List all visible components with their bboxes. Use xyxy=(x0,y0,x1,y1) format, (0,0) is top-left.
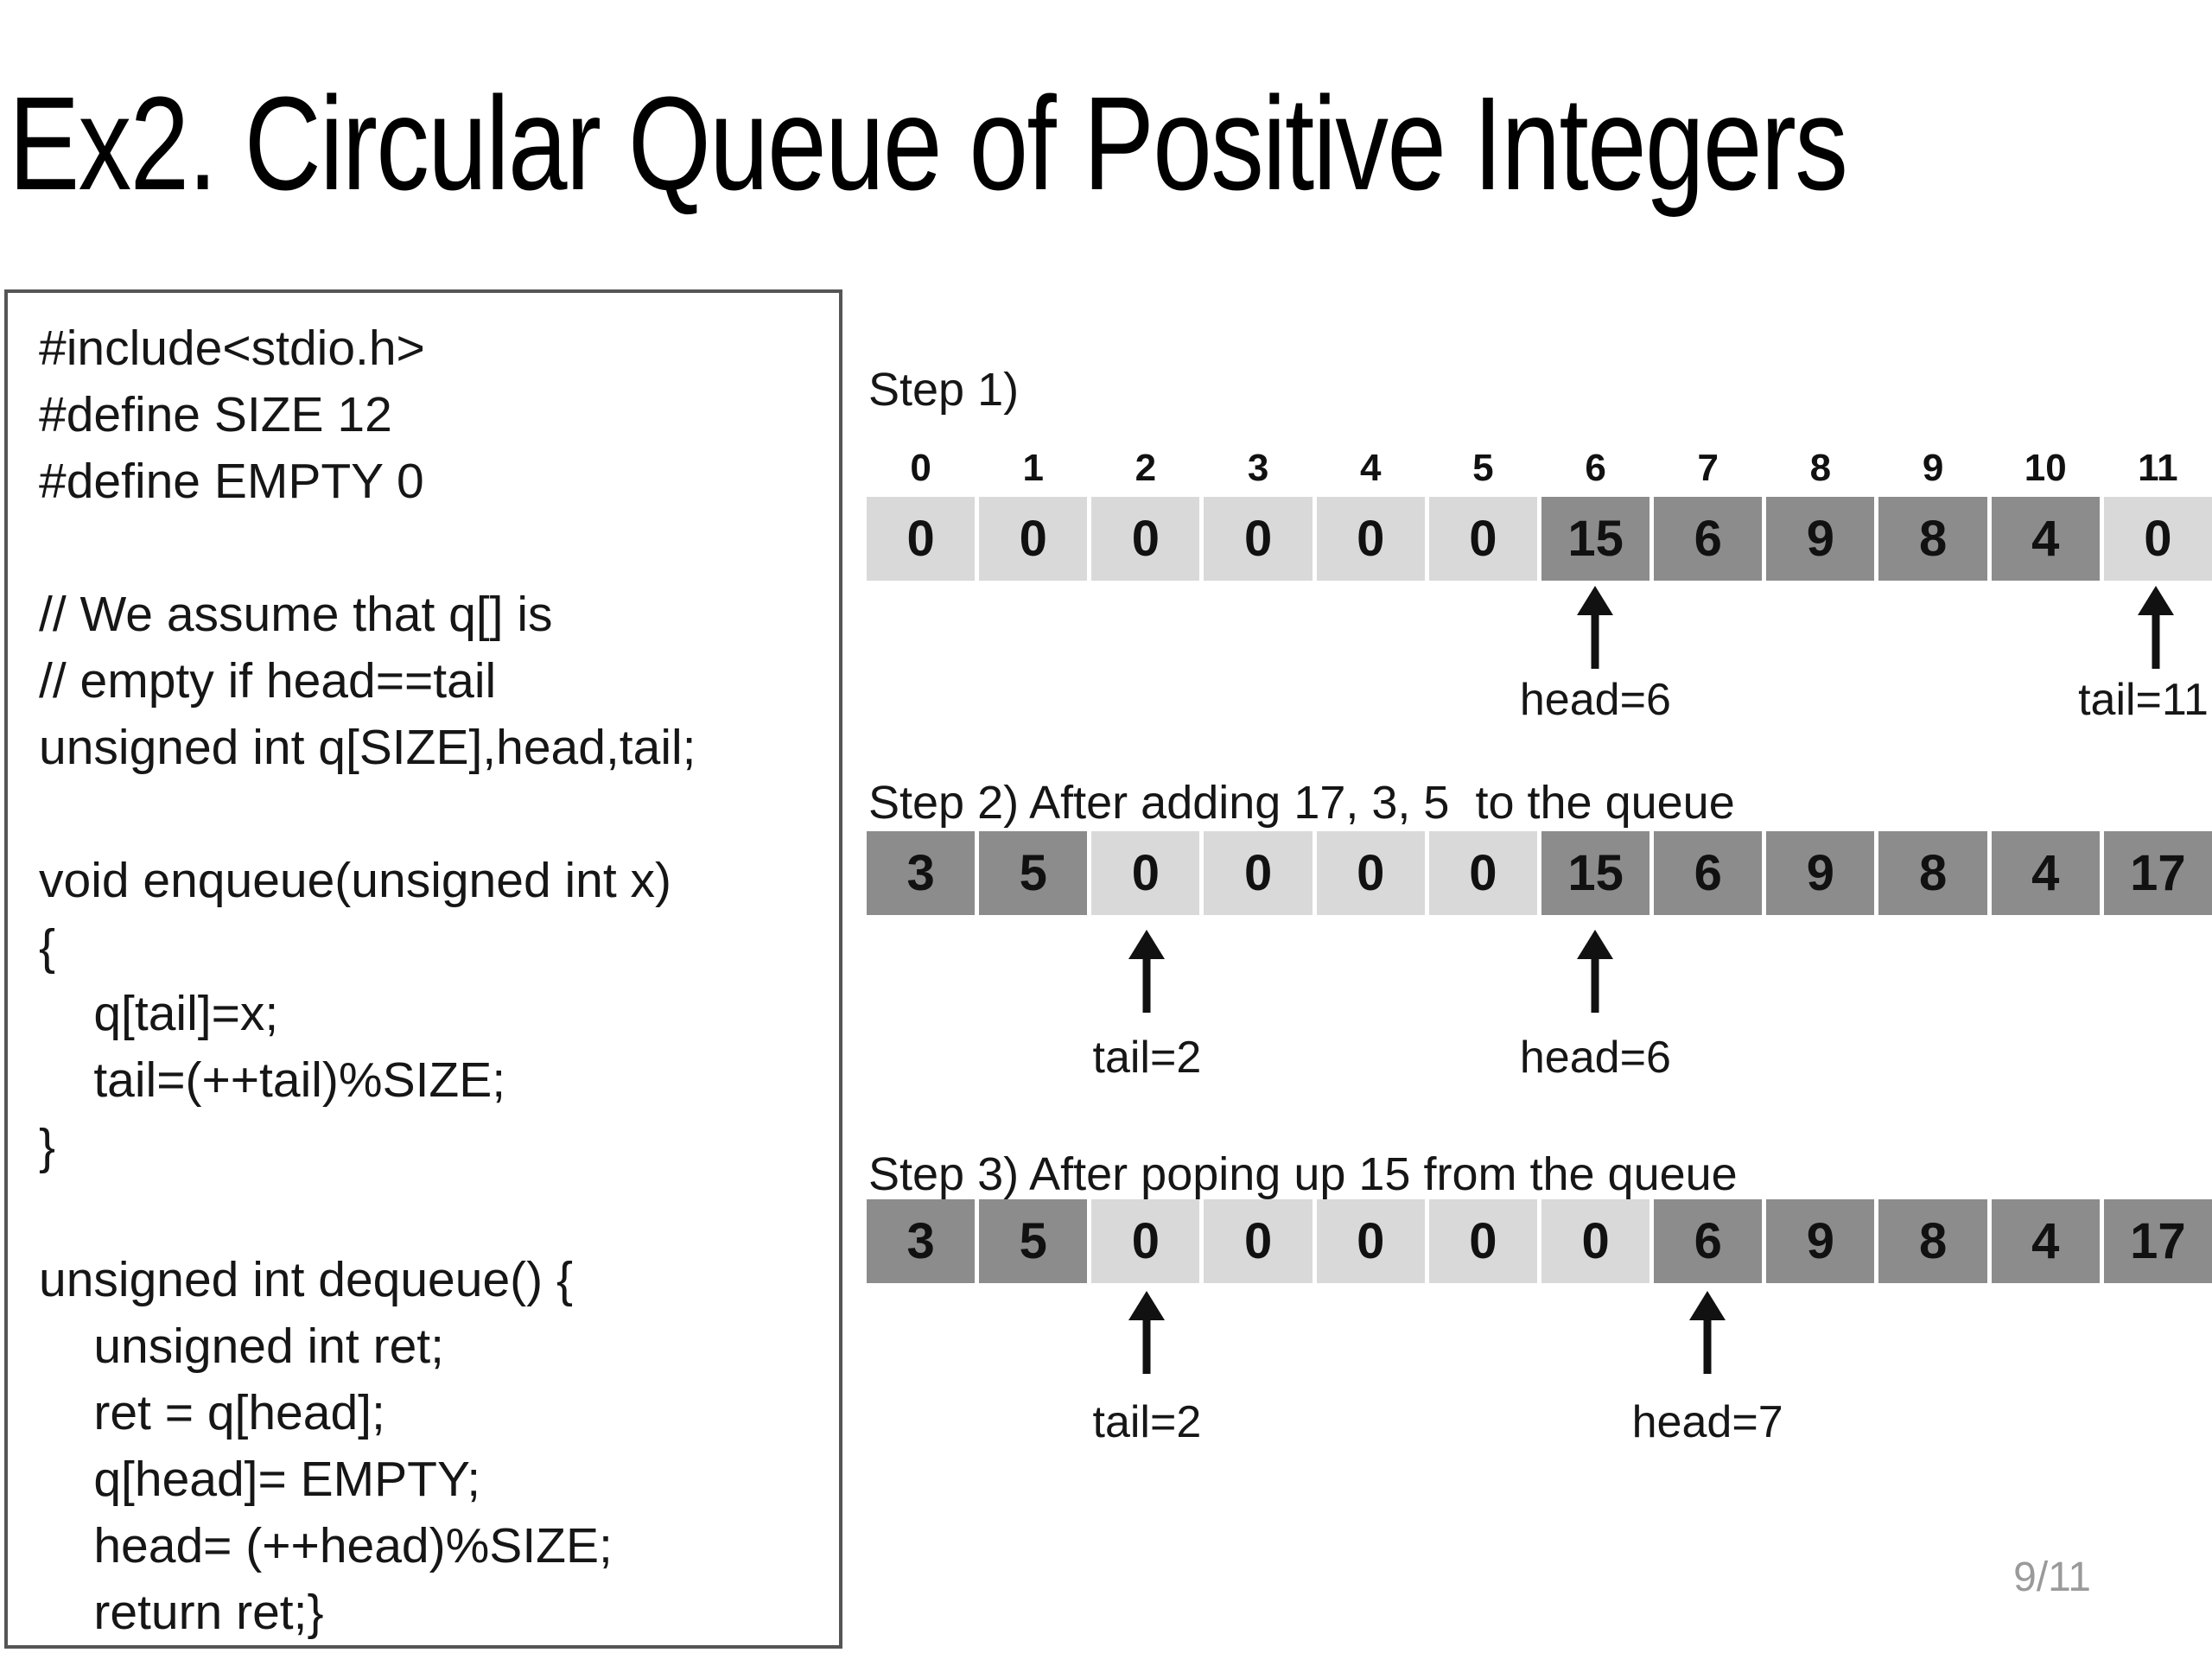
queue-cell: 9 xyxy=(1766,497,1875,581)
index-label: 9 xyxy=(1922,447,1944,489)
page-title: Ex2. Circular Queue of Positive Integers xyxy=(9,69,1848,218)
queue-cell: 8 xyxy=(1878,1199,1987,1283)
code-line: return ret;} xyxy=(39,1585,324,1640)
queue-cell: 0 xyxy=(2103,497,2212,581)
up-arrow-icon xyxy=(2137,586,2175,669)
queue-cell: 0 xyxy=(1091,831,1200,915)
step-label: Step 2) After adding 17, 3, 5 to the que… xyxy=(868,777,1735,829)
code-line: head= (++head)%SIZE; xyxy=(39,1518,613,1573)
code-line: #define EMPTY 0 xyxy=(39,454,424,509)
queue-cell: 0 xyxy=(1428,831,1537,915)
queue-cell: 6 xyxy=(1654,831,1763,915)
index-label: 8 xyxy=(1809,447,1832,489)
code-line: unsigned int q[SIZE],head,tail; xyxy=(39,720,696,775)
step-label: Step 1) xyxy=(868,364,1020,416)
queue-cell: 0 xyxy=(1316,497,1425,581)
index-label: 6 xyxy=(1585,447,1606,489)
queue-cell: 0 xyxy=(1204,831,1313,915)
pointer-label: head=7 xyxy=(1631,1397,1783,1447)
code-line xyxy=(39,515,839,582)
step-section-3: Step 3) After poping up 15 from the queu… xyxy=(867,1147,2212,1519)
page-number: 9/11 xyxy=(2013,1554,2091,1600)
up-arrow-icon xyxy=(1128,1291,1166,1374)
up-arrow-icon xyxy=(1576,586,1614,669)
pointer-layer: head=6 tail=11 xyxy=(867,363,2212,734)
code-lines: #include<stdio.h> #define SIZE 12 #define … xyxy=(39,315,839,1646)
queue-cell: 0 xyxy=(1204,1199,1313,1283)
up-arrow-icon xyxy=(1128,930,1166,1013)
code-line: { xyxy=(39,919,56,975)
index-label: 0 xyxy=(910,447,931,489)
queue-cell: 5 xyxy=(979,1199,1088,1283)
code-line: } xyxy=(39,1119,56,1174)
index-label: 1 xyxy=(1022,447,1044,489)
queue-cell: 4 xyxy=(1991,497,2100,581)
step-section-2: Step 2) After adding 17, 3, 5 to the que… xyxy=(867,776,2212,1147)
queue-cell: 4 xyxy=(1991,831,2100,915)
index-label: 3 xyxy=(1247,447,1269,489)
code-line: #include<stdio.h> xyxy=(39,321,425,376)
up-arrow-icon xyxy=(1576,930,1614,1013)
queue-cell: 8 xyxy=(1878,831,1987,915)
queue-cell: 3 xyxy=(867,1199,976,1283)
queue-cell: 15 xyxy=(1541,831,1650,915)
queue-cell: 0 xyxy=(1316,1199,1425,1283)
pointer-label: head=6 xyxy=(1519,1033,1671,1083)
pointer-label: head=6 xyxy=(1519,675,1671,725)
index-label: 4 xyxy=(1360,447,1382,489)
queue-cell: 0 xyxy=(1541,1199,1650,1283)
queue-cell: 6 xyxy=(1654,1199,1763,1283)
code-box: #include<stdio.h> #define SIZE 12 #define … xyxy=(4,289,842,1649)
queue-cell: 15 xyxy=(1541,497,1650,581)
code-line xyxy=(39,781,839,848)
index-label: 2 xyxy=(1135,447,1157,489)
up-arrow-icon xyxy=(1688,1291,1726,1374)
code-line: void enqueue(unsigned int x) xyxy=(39,853,672,908)
code-line xyxy=(39,1180,839,1247)
code-line: unsigned int ret; xyxy=(39,1319,444,1374)
queue-cell: 0 xyxy=(1316,831,1425,915)
pointer-layer: tail=2 head=6 xyxy=(867,776,2212,1147)
pointer-label: tail=2 xyxy=(1092,1397,1202,1447)
queue-cell: 3 xyxy=(867,831,976,915)
queue-cell: 0 xyxy=(1204,497,1313,581)
queue-cell: 0 xyxy=(1428,497,1537,581)
pointer-layer: tail=2 head=7 xyxy=(867,1147,2212,1519)
queue-cell: 9 xyxy=(1766,831,1875,915)
code-line: // We assume that q[] is xyxy=(39,587,553,642)
queue-cell: 17 xyxy=(2103,1199,2212,1283)
pointer-label: tail=11 xyxy=(2078,675,2209,725)
queue-cell: 5 xyxy=(979,831,1088,915)
code-line: #define SIZE 12 xyxy=(39,387,392,442)
code-line: ret = q[head]; xyxy=(39,1385,385,1440)
index-label: 5 xyxy=(1472,447,1494,489)
queue-cell: 0 xyxy=(1091,497,1200,581)
queue-cell: 8 xyxy=(1878,497,1987,581)
queue-cell: 0 xyxy=(1091,1199,1200,1283)
index-label: 11 xyxy=(2138,447,2178,489)
queue-cell: 9 xyxy=(1766,1199,1875,1283)
code-line: unsigned int dequeue() { xyxy=(39,1252,573,1307)
index-label: 10 xyxy=(2024,447,2067,489)
code-line: // empty if head==tail xyxy=(39,653,497,709)
pointer-label: tail=2 xyxy=(1092,1033,1202,1083)
queue-cell: 4 xyxy=(1991,1199,2100,1283)
step-label: Step 3) After poping up 15 from the queu… xyxy=(868,1148,1738,1200)
queue-cell: 17 xyxy=(2103,831,2212,915)
queue-cell: 6 xyxy=(1654,497,1763,581)
code-line: q[head]= EMPTY; xyxy=(39,1452,481,1507)
queue-cell: 0 xyxy=(1428,1199,1537,1283)
code-line: tail=(++tail)%SIZE; xyxy=(39,1052,506,1108)
code-line: q[tail]=x; xyxy=(39,986,279,1041)
index-row: 0 1 2 3 4 5 6 7 8 9 10 11 xyxy=(867,447,2212,490)
queue-cell: 0 xyxy=(979,497,1088,581)
queue-cell: 0 xyxy=(867,497,976,581)
index-label: 7 xyxy=(1697,447,1719,489)
